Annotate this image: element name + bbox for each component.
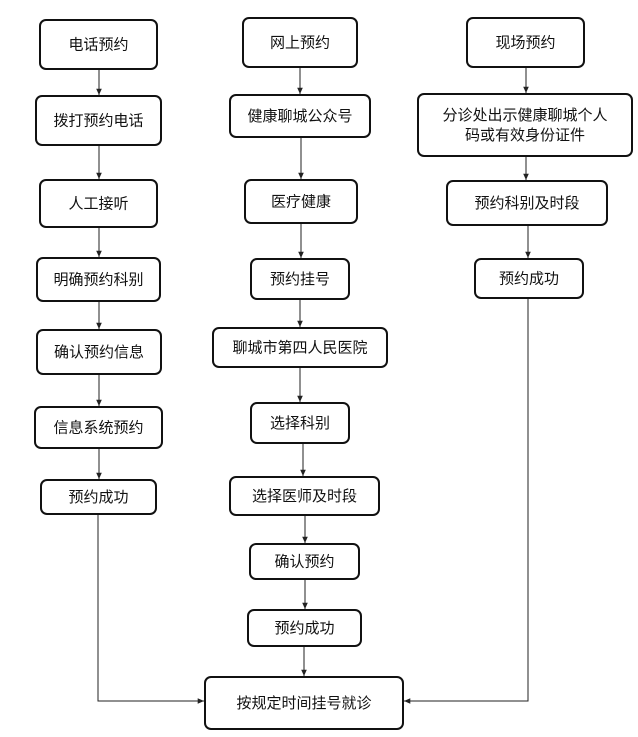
phone-step-2-label: 拨打预约电话 bbox=[53, 112, 143, 130]
phone-step-7-label: 预约成功 bbox=[68, 488, 128, 506]
final-step-label: 按规定时间挂号就诊 bbox=[236, 694, 371, 712]
onsite-to-final-connector bbox=[404, 298, 529, 704]
phone-step-4: 明确预约科别 bbox=[36, 257, 161, 302]
onsite-step-1-label-1: 分诊处出示健康聊城个人 bbox=[442, 106, 607, 124]
onsite-step-3: 预约成功 bbox=[474, 258, 584, 299]
phone-step-7-box bbox=[40, 479, 157, 515]
online-step-4: 预约挂号 bbox=[250, 258, 350, 300]
onsite-step-3-label: 预约成功 bbox=[499, 270, 559, 288]
online-step-1-label: 网上预约 bbox=[270, 34, 330, 52]
online-step-3: 医疗健康 bbox=[244, 179, 358, 224]
online-step-8-label: 确认预约 bbox=[274, 553, 334, 571]
phone-step-4-box bbox=[36, 257, 161, 302]
phone-step-1-box bbox=[39, 19, 158, 70]
phone-step-6-label: 信息系统预约 bbox=[53, 419, 143, 437]
phone-step-5: 确认预约信息 bbox=[36, 329, 162, 375]
onsite-step-3-box bbox=[474, 258, 584, 299]
phone-step-2: 拨打预约电话 bbox=[35, 95, 162, 146]
online-step-1-box bbox=[242, 17, 358, 68]
phone-step-3: 人工接听 bbox=[39, 179, 158, 228]
online-step-5-box bbox=[212, 327, 388, 368]
onsite-step-2-label: 预约科别及时段 bbox=[474, 194, 579, 212]
phone-step-5-label: 确认预约信息 bbox=[54, 343, 144, 361]
online-step-9: 预约成功 bbox=[247, 609, 362, 647]
onsite-step-2: 预约科别及时段 bbox=[446, 180, 608, 226]
onsite-step-header: 现场预约 bbox=[466, 17, 585, 68]
online-step-2-label: 健康聊城公众号 bbox=[247, 107, 352, 125]
phone-to-final-connector bbox=[97, 514, 204, 704]
online-step-5: 聊城市第四人民医院 bbox=[212, 327, 388, 368]
phone-step-6: 信息系统预约 bbox=[34, 406, 163, 449]
phone-step-4-label: 明确预约科别 bbox=[53, 271, 143, 289]
online-step-9-box bbox=[247, 609, 362, 647]
onsite-step-1-box bbox=[417, 93, 633, 157]
online-step-4-box bbox=[250, 258, 350, 300]
online-step-7-box bbox=[229, 476, 380, 516]
flowchart-edges bbox=[52, 67, 531, 704]
final-step: 按规定时间挂号就诊 bbox=[204, 676, 404, 730]
online-step-2-box bbox=[229, 94, 371, 138]
online-step-5-label: 聊城市第四人民医院 bbox=[232, 339, 367, 357]
online-step-8: 确认预约 bbox=[249, 543, 360, 580]
online-step-7-label: 选择医师及时段 bbox=[252, 487, 357, 505]
online-step-8-box bbox=[249, 543, 360, 580]
phone-step-3-box bbox=[39, 179, 158, 228]
onsite-step-1-label-2: 码或有效身份证件 bbox=[465, 126, 585, 144]
online-step-3-box bbox=[244, 179, 358, 224]
flowchart-nodes: 电话预约拨打预约电话人工接听明确预约科别确认预约信息信息系统预约预约成功网上预约… bbox=[34, 17, 633, 730]
phone-step-3-label: 人工接听 bbox=[68, 195, 128, 213]
phone-step-7: 预约成功 bbox=[40, 479, 157, 515]
onsite-step-2-box bbox=[446, 180, 608, 226]
online-step-4-label: 预约挂号 bbox=[270, 270, 330, 288]
onsite-step-header-label: 现场预约 bbox=[495, 34, 555, 52]
phone-step-5-box bbox=[36, 329, 162, 375]
phone-step-1: 电话预约 bbox=[39, 19, 158, 70]
online-step-9-label: 预约成功 bbox=[274, 619, 334, 637]
phone-step-6-box bbox=[34, 406, 163, 449]
phone-step-1-label: 电话预约 bbox=[68, 36, 128, 54]
online-step-1: 网上预约 bbox=[242, 17, 358, 68]
online-step-3-label: 医疗健康 bbox=[271, 193, 331, 211]
final-step-box bbox=[204, 676, 404, 730]
online-step-2: 健康聊城公众号 bbox=[229, 94, 371, 138]
phone-step-2-box bbox=[35, 95, 162, 146]
online-step-6-box bbox=[250, 402, 350, 444]
online-step-6: 选择科别 bbox=[250, 402, 350, 444]
online-step-7: 选择医师及时段 bbox=[229, 476, 380, 516]
online-step-6-label: 选择科别 bbox=[270, 414, 330, 432]
onsite-step-header-box bbox=[466, 17, 585, 68]
